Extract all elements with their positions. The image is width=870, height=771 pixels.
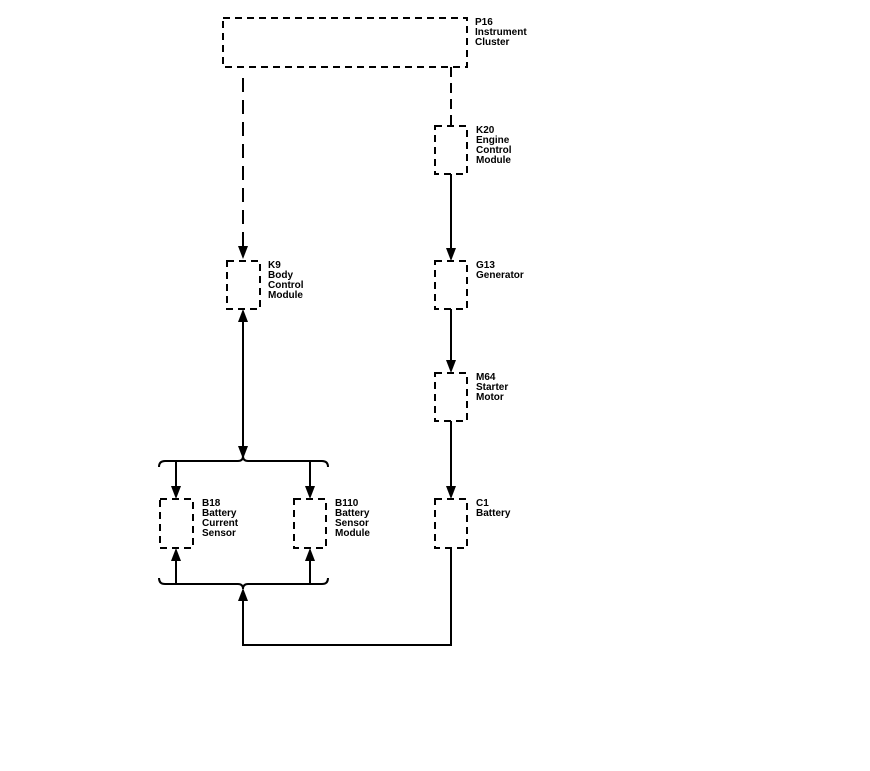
link-lower-bracket-b110 [305,548,315,584]
m64-box [434,372,468,422]
component-g13: G13 Generator [434,260,524,310]
arrow-into-k9-bottom [238,309,248,322]
arrow-into-b110-bottom [305,548,315,561]
b110-box [293,498,327,549]
arrow-into-g13 [446,248,456,261]
link-p16-k9 [238,78,248,259]
arrow-into-c1 [446,486,456,499]
k9-label: K9 Body Control Module [268,260,306,301]
b18-label: B18 Battery Current Sensor [202,498,241,539]
c1-label: C1 Battery [476,498,511,519]
component-b110: B110 Battery Sensor Module [293,498,372,549]
b18-box [159,498,194,549]
g13-label: G13 Generator [476,260,524,281]
lower-bracket [158,577,329,590]
link-k20-g13 [446,174,456,261]
arrow-into-b18-bottom [171,548,181,561]
link-g13-m64 [446,309,456,373]
component-b18: B18 Battery Current Sensor [159,498,241,549]
arrow-into-k9 [238,246,248,259]
m64-label: M64 Starter Motor [476,372,511,403]
p16-label: P16 Instrument Cluster [475,17,529,48]
k20-label: K20 Engine Control Module [476,125,514,166]
link-k9-sensor-group [238,309,248,459]
arrow-into-lower-bracket [238,588,248,601]
component-m64: M64 Starter Motor [434,372,511,422]
k9-box [226,260,261,310]
link-bracket-b110 [305,461,315,499]
link-m64-c1 [446,421,456,499]
link-lower-bracket-b18 [171,548,181,584]
p16-box [222,17,468,68]
c1-box [434,498,468,549]
upper-bracket [158,455,329,468]
component-c1: C1 Battery [434,498,511,549]
arrow-into-b110-top [305,486,315,499]
arrow-into-b18-top [171,486,181,499]
b110-label: B110 Battery Sensor Module [335,498,372,539]
link-c1-return-line [242,548,452,646]
arrow-into-upper-bracket [238,446,248,459]
k20-box [434,125,468,175]
component-k9: K9 Body Control Module [226,260,306,310]
g13-box [434,260,468,310]
component-p16: P16 Instrument Cluster [222,17,529,68]
link-bracket-b18 [171,461,181,499]
link-c1-sensor-group [238,548,452,646]
component-k20: K20 Engine Control Module [434,125,514,175]
arrow-into-m64 [446,360,456,373]
